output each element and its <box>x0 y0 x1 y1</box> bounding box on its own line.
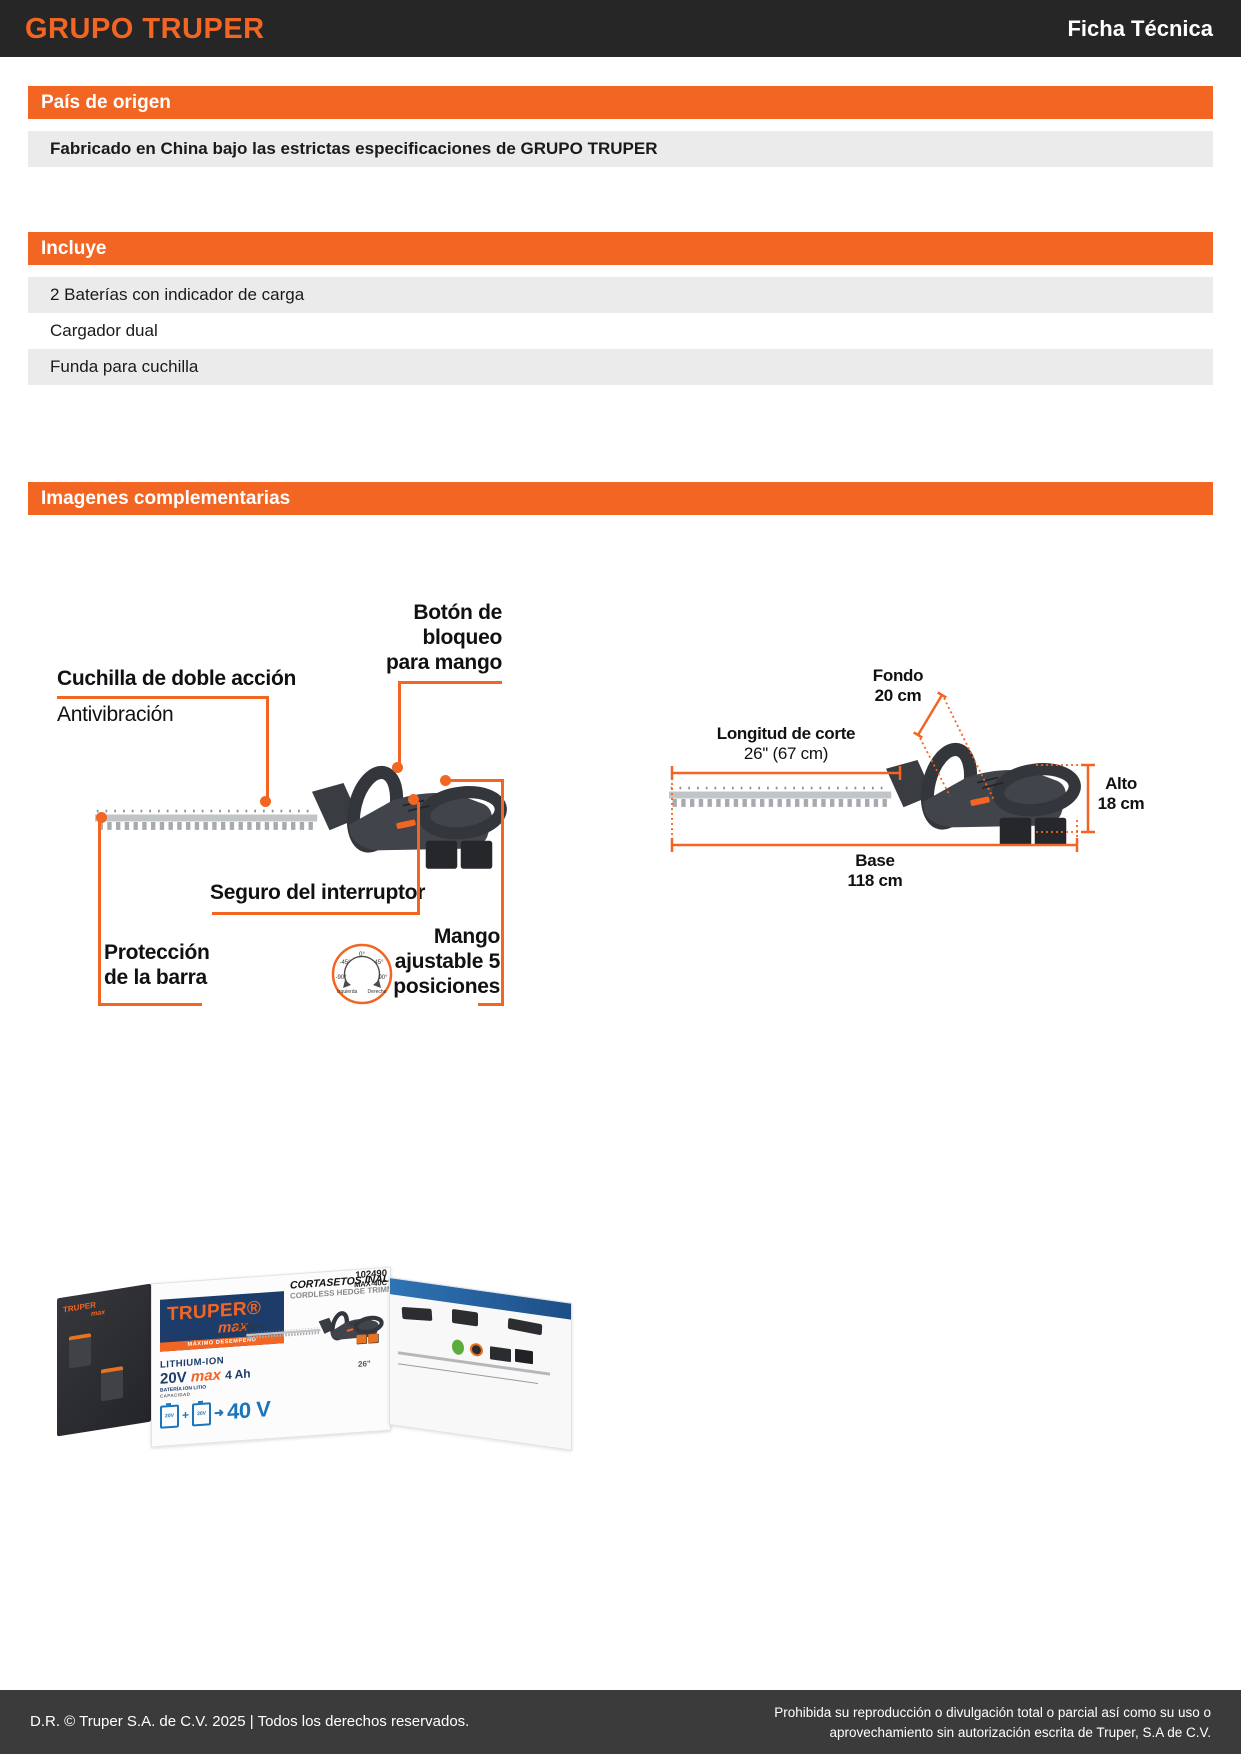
dim-longitud-label: Longitud de corte <box>716 724 856 743</box>
label-proteccion-2: de la barra <box>104 966 207 989</box>
copyright-text: D.R. © Truper S.A. de C.V. 2025 | Todos … <box>30 1713 470 1730</box>
battery-photo <box>515 1348 533 1365</box>
box-front-panel: TRUPER® max MÁXIMO DESEMPEÑO CORTASETOS … <box>151 1266 391 1448</box>
diagram-dimensions: Fondo 20 cm Longitud de corte 26'' (67 c… <box>590 650 1150 900</box>
voltage-badge-icon <box>470 1342 483 1358</box>
dim-alto-label: Alto <box>1105 774 1137 793</box>
charger-photo <box>490 1346 511 1363</box>
diagram-callouts: Cuchilla de doble acción Antivibración B… <box>40 520 520 1020</box>
dial-0: 0° <box>359 950 366 958</box>
handle-angle-dial: 0° -45° 45° -90° 90° Izquierda Derecha <box>331 943 393 1005</box>
box-volts: 20V <box>160 1368 187 1388</box>
include-item: Cargador dual <box>50 321 158 340</box>
leader-line <box>212 912 420 915</box>
product-photo <box>401 1306 433 1322</box>
dial-r45: 45° <box>374 960 384 966</box>
battery-image <box>69 1333 91 1369</box>
box-top-panel <box>389 1277 572 1451</box>
doc-type-title: Ficha Técnica <box>1067 16 1213 41</box>
dial-r90: 90° <box>378 975 388 981</box>
label-mango-3: posiciones <box>393 975 500 998</box>
box-total-volts: 40 V <box>227 1396 271 1425</box>
section-title: País de origen <box>41 91 171 113</box>
legal-line-1: Prohibida su reproducción o divulgación … <box>774 1705 1211 1720</box>
dim-longitud-value: 26'' (67 cm) <box>743 744 829 763</box>
include-row: Cargador dual <box>28 313 1213 349</box>
label-antivibracion: Antivibración <box>57 703 174 726</box>
include-item: Funda para cuchilla <box>50 357 199 376</box>
label-mango-1: Mango <box>433 925 500 948</box>
leader-line <box>398 681 401 767</box>
leader-line <box>57 696 269 699</box>
dial-derecha: Derecha <box>368 989 387 995</box>
leader-line <box>478 1003 504 1006</box>
box-volts-max: max <box>190 1366 221 1386</box>
leader-line <box>446 779 504 782</box>
leader-line <box>266 696 269 802</box>
origin-row: Fabricado en China bajo las estrictas es… <box>28 131 1213 167</box>
legal-text: Prohibida su reproducción o divulgación … <box>774 1703 1211 1742</box>
dimension-lines <box>670 691 1095 852</box>
leader-line <box>501 779 504 1006</box>
product-box-image: TRUPER max TRUPER® max MÁXIMO DESEMPEÑO … <box>55 1265 572 1455</box>
include-item: 2 Baterías con indicador de carga <box>50 285 305 304</box>
legal-line-2: aprovechamiento sin autorización escrita… <box>829 1724 1211 1740</box>
dim-alto-value: 18 cm <box>1097 794 1145 813</box>
dim-base-value: 118 cm <box>847 871 903 890</box>
callout-dot <box>260 796 271 807</box>
battery-icon: 20V <box>160 1403 179 1429</box>
dial-izquierda: Izquierda <box>337 989 358 995</box>
origin-text: Fabricado en China bajo las estrictas es… <box>50 139 658 158</box>
hedge-trimmer-illustration <box>88 748 508 888</box>
label-seguro: Seguro del interruptor <box>210 881 426 904</box>
box-end-panel: TRUPER max <box>57 1283 151 1437</box>
box-trimmer-art <box>244 1302 384 1359</box>
battery-icon: 20V <box>192 1401 212 1427</box>
brand-logo: GRUPO TRUPER <box>25 13 265 45</box>
section-header-includes: Incluye <box>28 232 1213 265</box>
label-cuchilla: Cuchilla de doble acción <box>57 667 297 690</box>
page-footer: D.R. © Truper S.A. de C.V. 2025 | Todos … <box>0 1690 1241 1754</box>
plus-sign: + <box>182 1407 190 1423</box>
product-photo <box>507 1317 543 1336</box>
page-header: GRUPO TRUPER Ficha Técnica <box>0 0 1241 57</box>
callout-dot <box>440 775 451 786</box>
dim-art-line <box>398 1363 538 1384</box>
box-blade-length: 26" <box>358 1359 371 1369</box>
section-header-images: Imagenes complementarias <box>28 482 1213 515</box>
dim-fondo-label: Fondo <box>872 666 924 685</box>
battery-volts: 20V <box>197 1410 206 1418</box>
box-ah: 4 Ah <box>225 1366 251 1383</box>
box-cap-max: max <box>91 1308 106 1319</box>
section-title: Imagenes complementarias <box>41 487 291 509</box>
label-mango-2: ajustable 5 <box>394 950 501 973</box>
dim-base-label: Base <box>855 851 895 870</box>
callout-dot <box>392 762 403 773</box>
leader-line <box>417 802 420 912</box>
include-row: 2 Baterías con indicador de carga <box>28 277 1213 313</box>
dial-l90: -90° <box>335 975 347 981</box>
callout-dot <box>96 812 107 823</box>
battery-image <box>101 1365 123 1402</box>
label-proteccion-1: Protección <box>104 941 210 964</box>
lithium-eco-icon <box>452 1338 464 1356</box>
dim-fondo-value: 20 cm <box>874 686 922 705</box>
arrow-icon: ➜ <box>214 1405 225 1420</box>
label-boton-2: bloqueo <box>422 626 502 649</box>
leader-line <box>98 1003 202 1006</box>
callout-dot <box>408 794 419 805</box>
section-title: Incluye <box>41 237 107 259</box>
battery-volts: 20V <box>165 1412 174 1420</box>
leader-line <box>398 681 502 684</box>
section-header-origin: País de origen <box>28 86 1213 119</box>
product-photo <box>452 1308 478 1327</box>
dial-l45: -45° <box>339 960 351 966</box>
include-row: Funda para cuchilla <box>28 349 1213 385</box>
label-boton-1: Botón de <box>413 601 502 624</box>
label-boton-3: para mango <box>385 651 502 674</box>
leader-line <box>98 820 101 1006</box>
